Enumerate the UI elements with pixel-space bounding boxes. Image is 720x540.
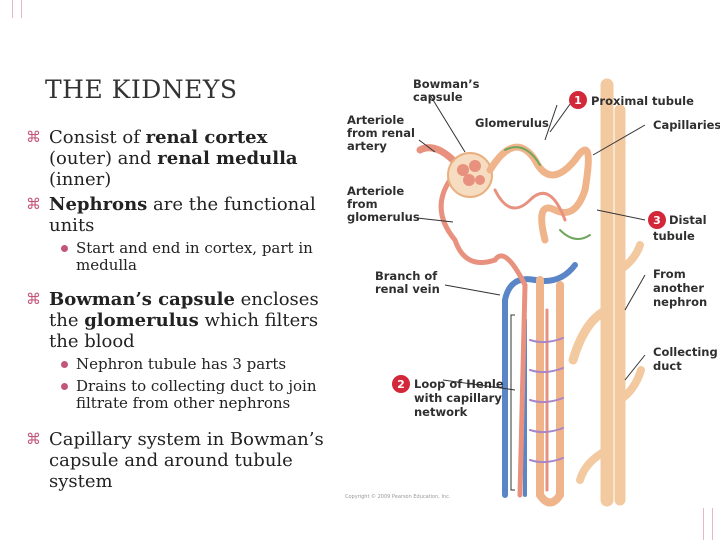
sub-bullet-text: Nephron tubule has 3 parts [76,355,287,373]
svg-text:3: 3 [653,214,661,227]
label-arteriole-from-glomerulus: Arteriole [347,184,404,198]
sub-bullet-dot-icon [61,245,68,252]
bullet-capillary-system: ⌘ Capillary system in Bowman’s capsule a… [22,429,332,492]
label-loop-of-henle: with capillary [414,391,502,405]
bullet-bowmans-capsule: ⌘ Bowman’s capsule encloses the glomerul… [22,289,332,352]
decorative-accent-bottom [703,508,713,540]
label-capillaries: Capillaries [653,118,720,132]
sub-bullet-text: Start and end in cortex, part in medulla [76,239,313,274]
sub-bullet: Start and end in cortex, part in medulla [59,240,332,274]
sub-bullet-text: Drains to collecting duct to join filtra… [76,377,317,412]
label-collecting-duct: Collecting [653,345,718,359]
bullet-marker-icon: ⌘ [26,128,41,146]
step-1-badge: 1 [569,91,587,109]
slide-title: THE KIDNEYS [45,75,238,104]
bullet-marker-icon: ⌘ [26,195,41,213]
label-renal-vein: renal vein [375,282,440,296]
bullet-nephrons: ⌘ Nephrons are the functional units [22,194,332,236]
svg-text:2: 2 [397,378,405,391]
convoluted-tubule-shape [486,143,592,244]
copyright-credit: Copyright © 2009 Pearson Education, Inc. [345,493,451,500]
bullet-text: Consist of [49,127,146,148]
label-proximal-tubule: Proximal tubule [591,94,694,108]
sub-bullet-dot-icon [61,383,68,390]
label-distal-tubule: tubule [653,229,695,243]
bullet-bold-term: glomerulus [84,310,199,331]
label-renal-vein: Branch of [375,269,438,283]
bullet-text: are the functional units [49,194,316,236]
svg-text:1: 1 [574,94,582,107]
loop-bracket [510,314,515,491]
label-pointers [416,94,646,391]
label-arteriole-renal-artery: from renal [347,126,415,140]
bullet-marker-icon: ⌘ [26,290,41,308]
step-2-badge: 2 [392,375,410,393]
decorative-accent-top [12,0,22,18]
bullet-bold-term: renal medulla [157,148,298,169]
bullet-text: Capillary system in Bowman’s capsule and… [49,429,324,492]
bullet-text: (outer) and [49,148,158,169]
label-arteriole-renal-artery: artery [347,139,387,153]
nephron-diagram: 1 3 2 Bowman’s capsule Proximal tubule A… [335,70,720,510]
bullet-text: which filters the blood [49,310,319,352]
sub-bullet: Nephron tubule has 3 parts [59,356,332,373]
label-loop-of-henle: network [414,405,468,419]
collecting-duct-shape [568,78,645,507]
sub-bullet: Drains to collecting duct to join filtra… [59,378,332,412]
label-from-another-nephron: nephron [653,295,707,309]
bullet-marker-icon: ⌘ [26,430,41,448]
glomerulus-shape [447,152,493,198]
bullet-text: (inner) [49,169,112,190]
label-bowmans-capsule: Bowman’s [413,77,480,91]
bullet-list: ⌘ Consist of renal cortex (outer) and re… [22,127,332,496]
bullet-bold-term: Bowman’s capsule [49,289,235,310]
label-arteriole-renal-artery: Arteriole [347,113,404,127]
label-loop-of-henle: Loop of Henle [414,377,504,391]
sub-bullet-dot-icon [61,361,68,368]
label-bowmans-capsule: capsule [413,90,463,104]
bullet-bold-term: Nephrons [49,194,148,215]
label-collecting-duct: duct [653,359,682,373]
bullet-text: encloses the [49,289,319,331]
bullet-bold-term: renal cortex [145,127,268,148]
label-distal-tubule: Distal [669,213,707,227]
label-from-another-nephron: another [653,281,704,295]
label-glomerulus: Glomerulus [475,116,549,130]
loop-of-henle-shape [529,276,564,507]
bullet-renal-layers: ⌘ Consist of renal cortex (outer) and re… [22,127,332,190]
label-arteriole-from-glomerulus: glomerulus [347,210,420,224]
label-arteriole-from-glomerulus: from [347,197,378,211]
label-from-another-nephron: From [653,267,686,281]
arteriole-shape [416,144,528,498]
step-3-badge: 3 [648,211,666,229]
